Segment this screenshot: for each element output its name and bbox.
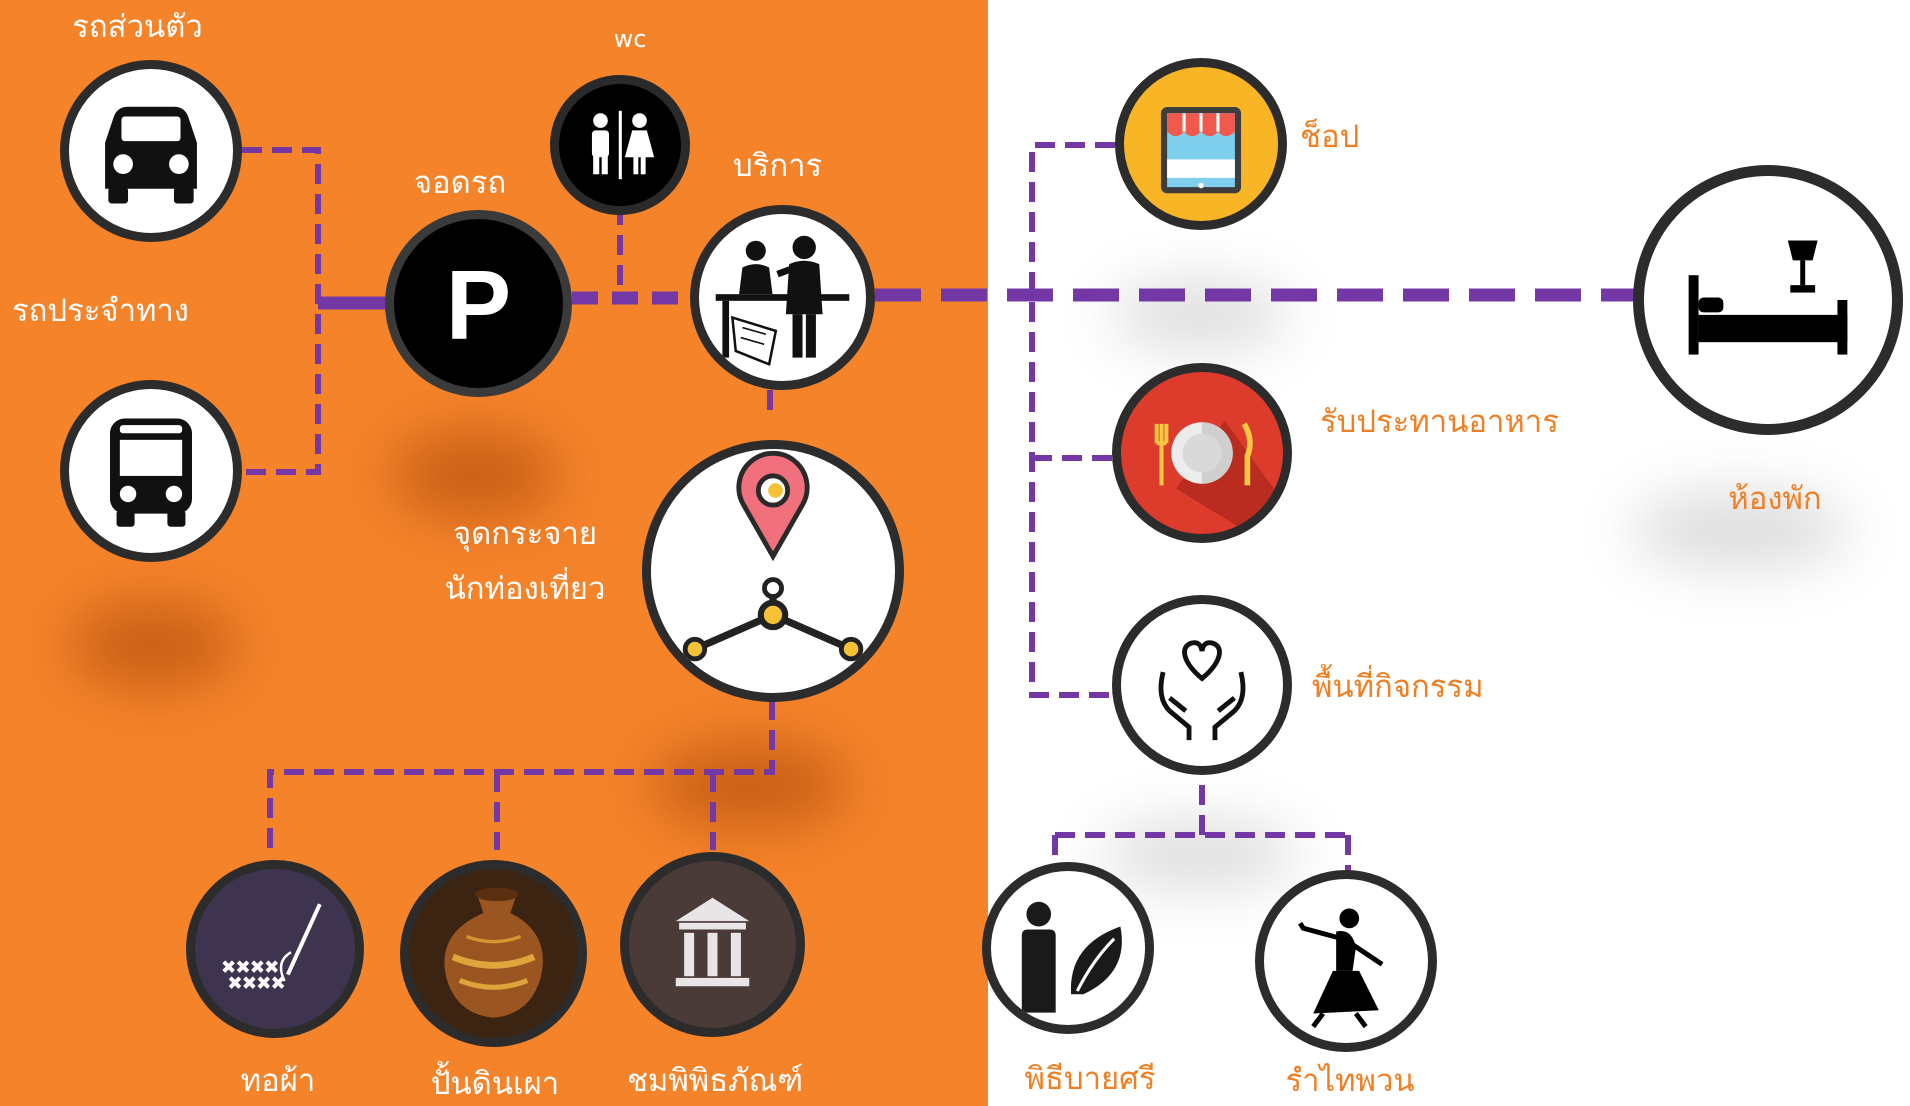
hub-to-crafts-connector [267,700,775,850]
node-shadow [1630,490,1850,570]
distribution-label-line1: จุดกระจาย [452,516,598,552]
dining-plate-icon [1121,372,1283,534]
car-icon [69,69,233,233]
heart-hands-icon [1121,604,1283,766]
ceremony-label: พิธีบายศรี [1024,1061,1156,1097]
activity-label: พื้นที่กิจกรรม [1312,669,1484,705]
pottery-node[interactable] [400,860,587,1047]
room-label: ห้องพัก [1728,481,1822,517]
svg-text:P: P [446,250,511,360]
parking-node[interactable]: P [385,210,572,397]
distribution-label-line2: นักท่องเที่ยว [444,571,606,607]
wc-node[interactable] [550,75,690,215]
dancer-icon [1264,879,1428,1043]
reception-icon [699,214,866,381]
dining-label: รับประทานอาหาร [1320,404,1559,440]
transport-connector [242,147,321,475]
car-label: รถส่วนตัว [72,9,203,45]
ceremony-icon [991,871,1145,1025]
museum-label: ชมพิพิธภัณฑ์ [626,1063,804,1099]
distribution-node[interactable] [642,440,904,702]
service-label: บริการ [733,148,823,184]
facilities-connector [1029,142,1115,698]
shop-node[interactable] [1115,58,1287,230]
bed-icon [1644,176,1892,424]
dining-node[interactable] [1112,363,1292,543]
museum-node[interactable] [620,852,805,1037]
activity-node[interactable] [1112,595,1292,775]
bus-node[interactable] [60,380,242,562]
clay-pot-icon [409,869,578,1038]
activity-connector [1052,785,1351,875]
bus-label: รถประจำทาง [12,293,189,329]
service-node[interactable] [690,205,875,390]
node-shadow [390,430,560,520]
location-hub-icon [651,449,895,693]
dance-node[interactable] [1255,870,1437,1052]
weaving-label: ทอผ้า [240,1063,316,1099]
shop-icon [1124,67,1278,221]
wc-label: wc [613,25,647,53]
shop-label: ช็อป [1300,119,1360,155]
weaving-node[interactable] [186,860,364,1038]
room-node[interactable] [1633,165,1903,435]
node-shadow [68,600,238,690]
parking-label: จอดรถ [413,165,507,201]
restroom-icon [559,84,681,206]
dance-label: รำไทพวน [1285,1063,1415,1099]
cross-stitch-icon [195,869,355,1029]
car-node[interactable] [60,60,242,242]
museum-icon [629,861,796,1028]
bus-icon [69,389,233,553]
ceremony-node[interactable] [982,862,1154,1034]
pottery-label: ปั้นดินเผา [430,1066,560,1102]
parking-icon: P [394,219,563,388]
node-shadow [650,740,850,830]
